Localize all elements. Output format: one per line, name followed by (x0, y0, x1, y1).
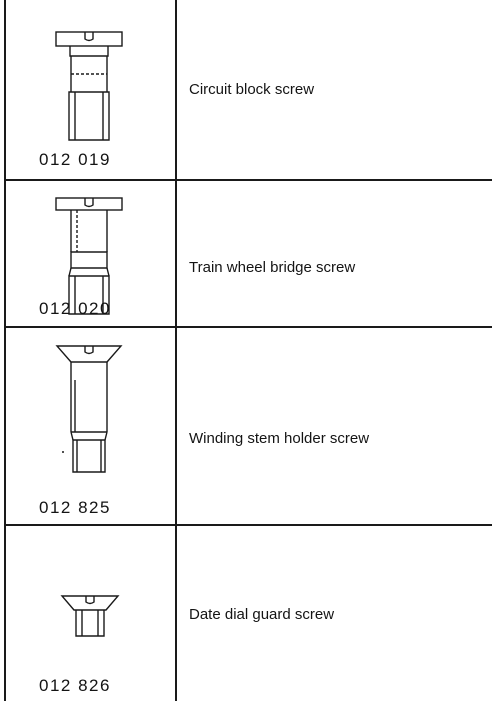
table-column-divider (175, 0, 177, 701)
train-wheel-bridge-screw-icon (55, 196, 125, 316)
table-left-border (4, 0, 6, 701)
table-row-divider (4, 524, 492, 526)
part-name: Circuit block screw (189, 81, 315, 98)
part-number: 012 825 (39, 498, 111, 517)
part-name: Train wheel bridge screw (189, 259, 356, 276)
table-row-divider (4, 179, 492, 181)
table-row: 012 020 Train wheel bridge screw (0, 0, 494, 326)
circuit-block-screw-icon (55, 30, 125, 150)
part-number: 012 826 (39, 676, 111, 695)
table-row-divider (4, 326, 492, 328)
table-row: 012 019 Circuit block screw (0, 0, 494, 179)
date-dial-guard-screw-icon (60, 594, 120, 640)
table-row: 012 825 Winding stem holder screw (39, 340, 370, 517)
part-number: 012 019 (39, 150, 111, 169)
part-number: 012 020 (39, 299, 111, 318)
winding-stem-holder-screw-icon (55, 340, 125, 475)
part-name: Winding stem holder screw (189, 430, 370, 447)
part-name: Date dial guard screw (189, 606, 335, 623)
